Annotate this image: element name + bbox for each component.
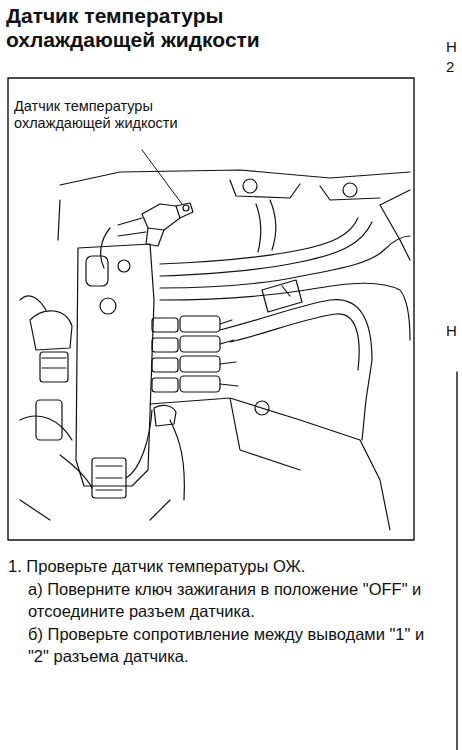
cylinder-head xyxy=(230,180,380,200)
leader-line xyxy=(142,150,182,204)
pump-body xyxy=(150,398,390,530)
connector-ribs xyxy=(42,358,66,368)
pipe-clamp xyxy=(262,280,302,312)
connector xyxy=(36,400,62,440)
harness xyxy=(20,296,72,440)
sensor-connector xyxy=(146,228,164,246)
bracket-slot xyxy=(86,256,108,286)
bracket-plate xyxy=(76,244,154,486)
sensor-terminal xyxy=(183,205,189,211)
cut-text: Н xyxy=(446,322,460,340)
harness xyxy=(60,410,152,488)
bolt xyxy=(343,183,357,197)
cut-text: 2 xyxy=(446,58,460,76)
bolt xyxy=(100,298,116,314)
page-title: Датчик температуры охлаждающей жидкости xyxy=(6,4,336,52)
sensor-tip xyxy=(176,203,193,218)
step-text: б) Проверьте сопротивление между выводам… xyxy=(28,624,448,667)
clamp-mark xyxy=(282,286,290,296)
harness xyxy=(20,500,170,520)
step-text: 1. Проверьте датчик температуры ОЖ. xyxy=(8,556,448,577)
cut-text: Н xyxy=(446,38,460,56)
figure-frame xyxy=(8,78,414,540)
bolt xyxy=(243,179,257,193)
connector xyxy=(92,458,126,498)
injection-pipe xyxy=(230,314,359,370)
injection-pipe xyxy=(160,236,410,288)
coolant-temp-sensor xyxy=(142,204,180,230)
fitting xyxy=(154,405,176,426)
delivery-valve-row xyxy=(152,316,238,392)
injection-pipe xyxy=(160,218,358,264)
frame-edge xyxy=(456,372,457,750)
pipe xyxy=(170,420,184,500)
connector xyxy=(30,311,72,350)
connector-ribs xyxy=(96,466,122,490)
step-text: а) Поверните ключ зажигания в положение … xyxy=(28,579,448,622)
connector xyxy=(40,352,68,382)
part-label: Датчик температуры охлаждающей жидкости xyxy=(14,98,244,133)
bolt xyxy=(118,260,130,272)
block-edge xyxy=(58,190,410,260)
block-edge xyxy=(60,170,410,185)
bolt xyxy=(255,401,269,415)
injection-pipe xyxy=(256,200,276,252)
